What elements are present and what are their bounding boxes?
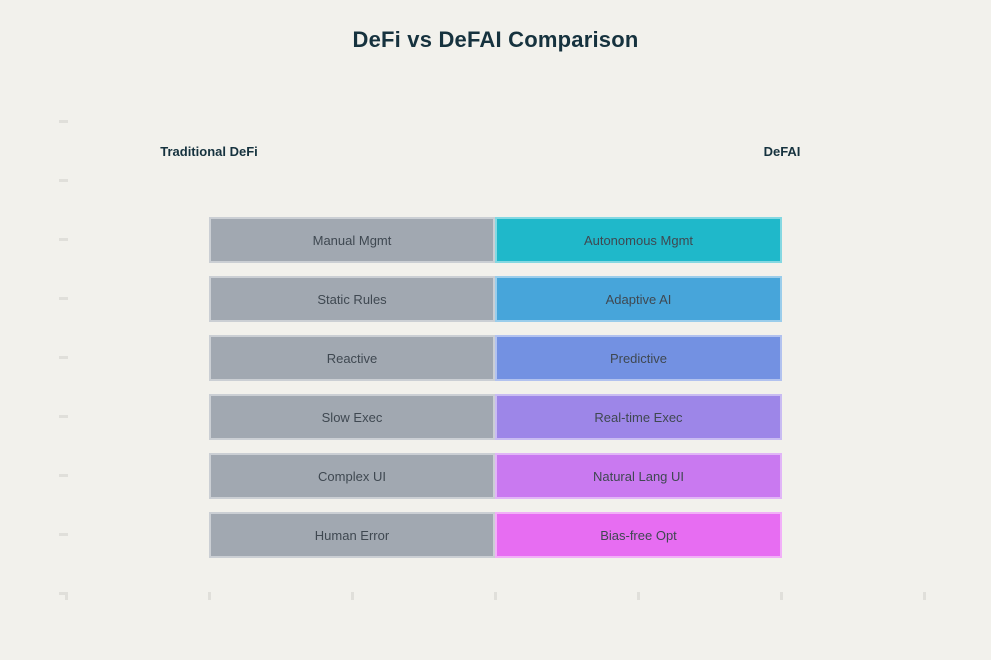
y-axis-tick bbox=[59, 297, 68, 300]
traditional-defi-bar: Static Rules bbox=[209, 276, 495, 322]
comparison-row: Complex UI Natural Lang UI bbox=[209, 453, 782, 499]
x-axis-tick bbox=[208, 592, 211, 600]
comparison-row: Slow Exec Real-time Exec bbox=[209, 394, 782, 440]
y-axis-tick bbox=[59, 533, 68, 536]
x-axis-tick bbox=[65, 592, 68, 600]
y-axis-tick bbox=[59, 356, 68, 359]
comparison-row: Manual Mgmt Autonomous Mgmt bbox=[209, 217, 782, 263]
x-axis-tick bbox=[494, 592, 497, 600]
y-axis-tick bbox=[59, 120, 68, 123]
traditional-defi-bar: Human Error bbox=[209, 512, 495, 558]
traditional-defi-bar: Slow Exec bbox=[209, 394, 495, 440]
x-axis-tick bbox=[780, 592, 783, 600]
y-axis-tick bbox=[59, 238, 68, 241]
traditional-defi-bar: Manual Mgmt bbox=[209, 217, 495, 263]
comparison-rows: Manual Mgmt Autonomous Mgmt Static Rules… bbox=[209, 217, 782, 571]
traditional-defi-bar: Complex UI bbox=[209, 453, 495, 499]
defai-bar: Bias-free Opt bbox=[495, 512, 782, 558]
y-axis-tick bbox=[59, 415, 68, 418]
y-axis-tick bbox=[59, 474, 68, 477]
y-axis-tick bbox=[59, 592, 68, 595]
defai-bar: Adaptive AI bbox=[495, 276, 782, 322]
x-axis-tick bbox=[351, 592, 354, 600]
comparison-row: Human Error Bias-free Opt bbox=[209, 512, 782, 558]
comparison-row: Static Rules Adaptive AI bbox=[209, 276, 782, 322]
traditional-defi-bar: Reactive bbox=[209, 335, 495, 381]
column-header-traditional-defi: Traditional DeFi bbox=[160, 144, 258, 159]
x-axis-tick bbox=[923, 592, 926, 600]
defai-bar: Predictive bbox=[495, 335, 782, 381]
y-axis-tick bbox=[59, 179, 68, 182]
defai-bar: Real-time Exec bbox=[495, 394, 782, 440]
column-header-defai: DeFAI bbox=[763, 144, 801, 159]
x-axis-tick bbox=[637, 592, 640, 600]
defai-bar: Natural Lang UI bbox=[495, 453, 782, 499]
chart-title: DeFi vs DeFAI Comparison bbox=[352, 27, 639, 52]
defai-bar: Autonomous Mgmt bbox=[495, 217, 782, 263]
comparison-row: Reactive Predictive bbox=[209, 335, 782, 381]
